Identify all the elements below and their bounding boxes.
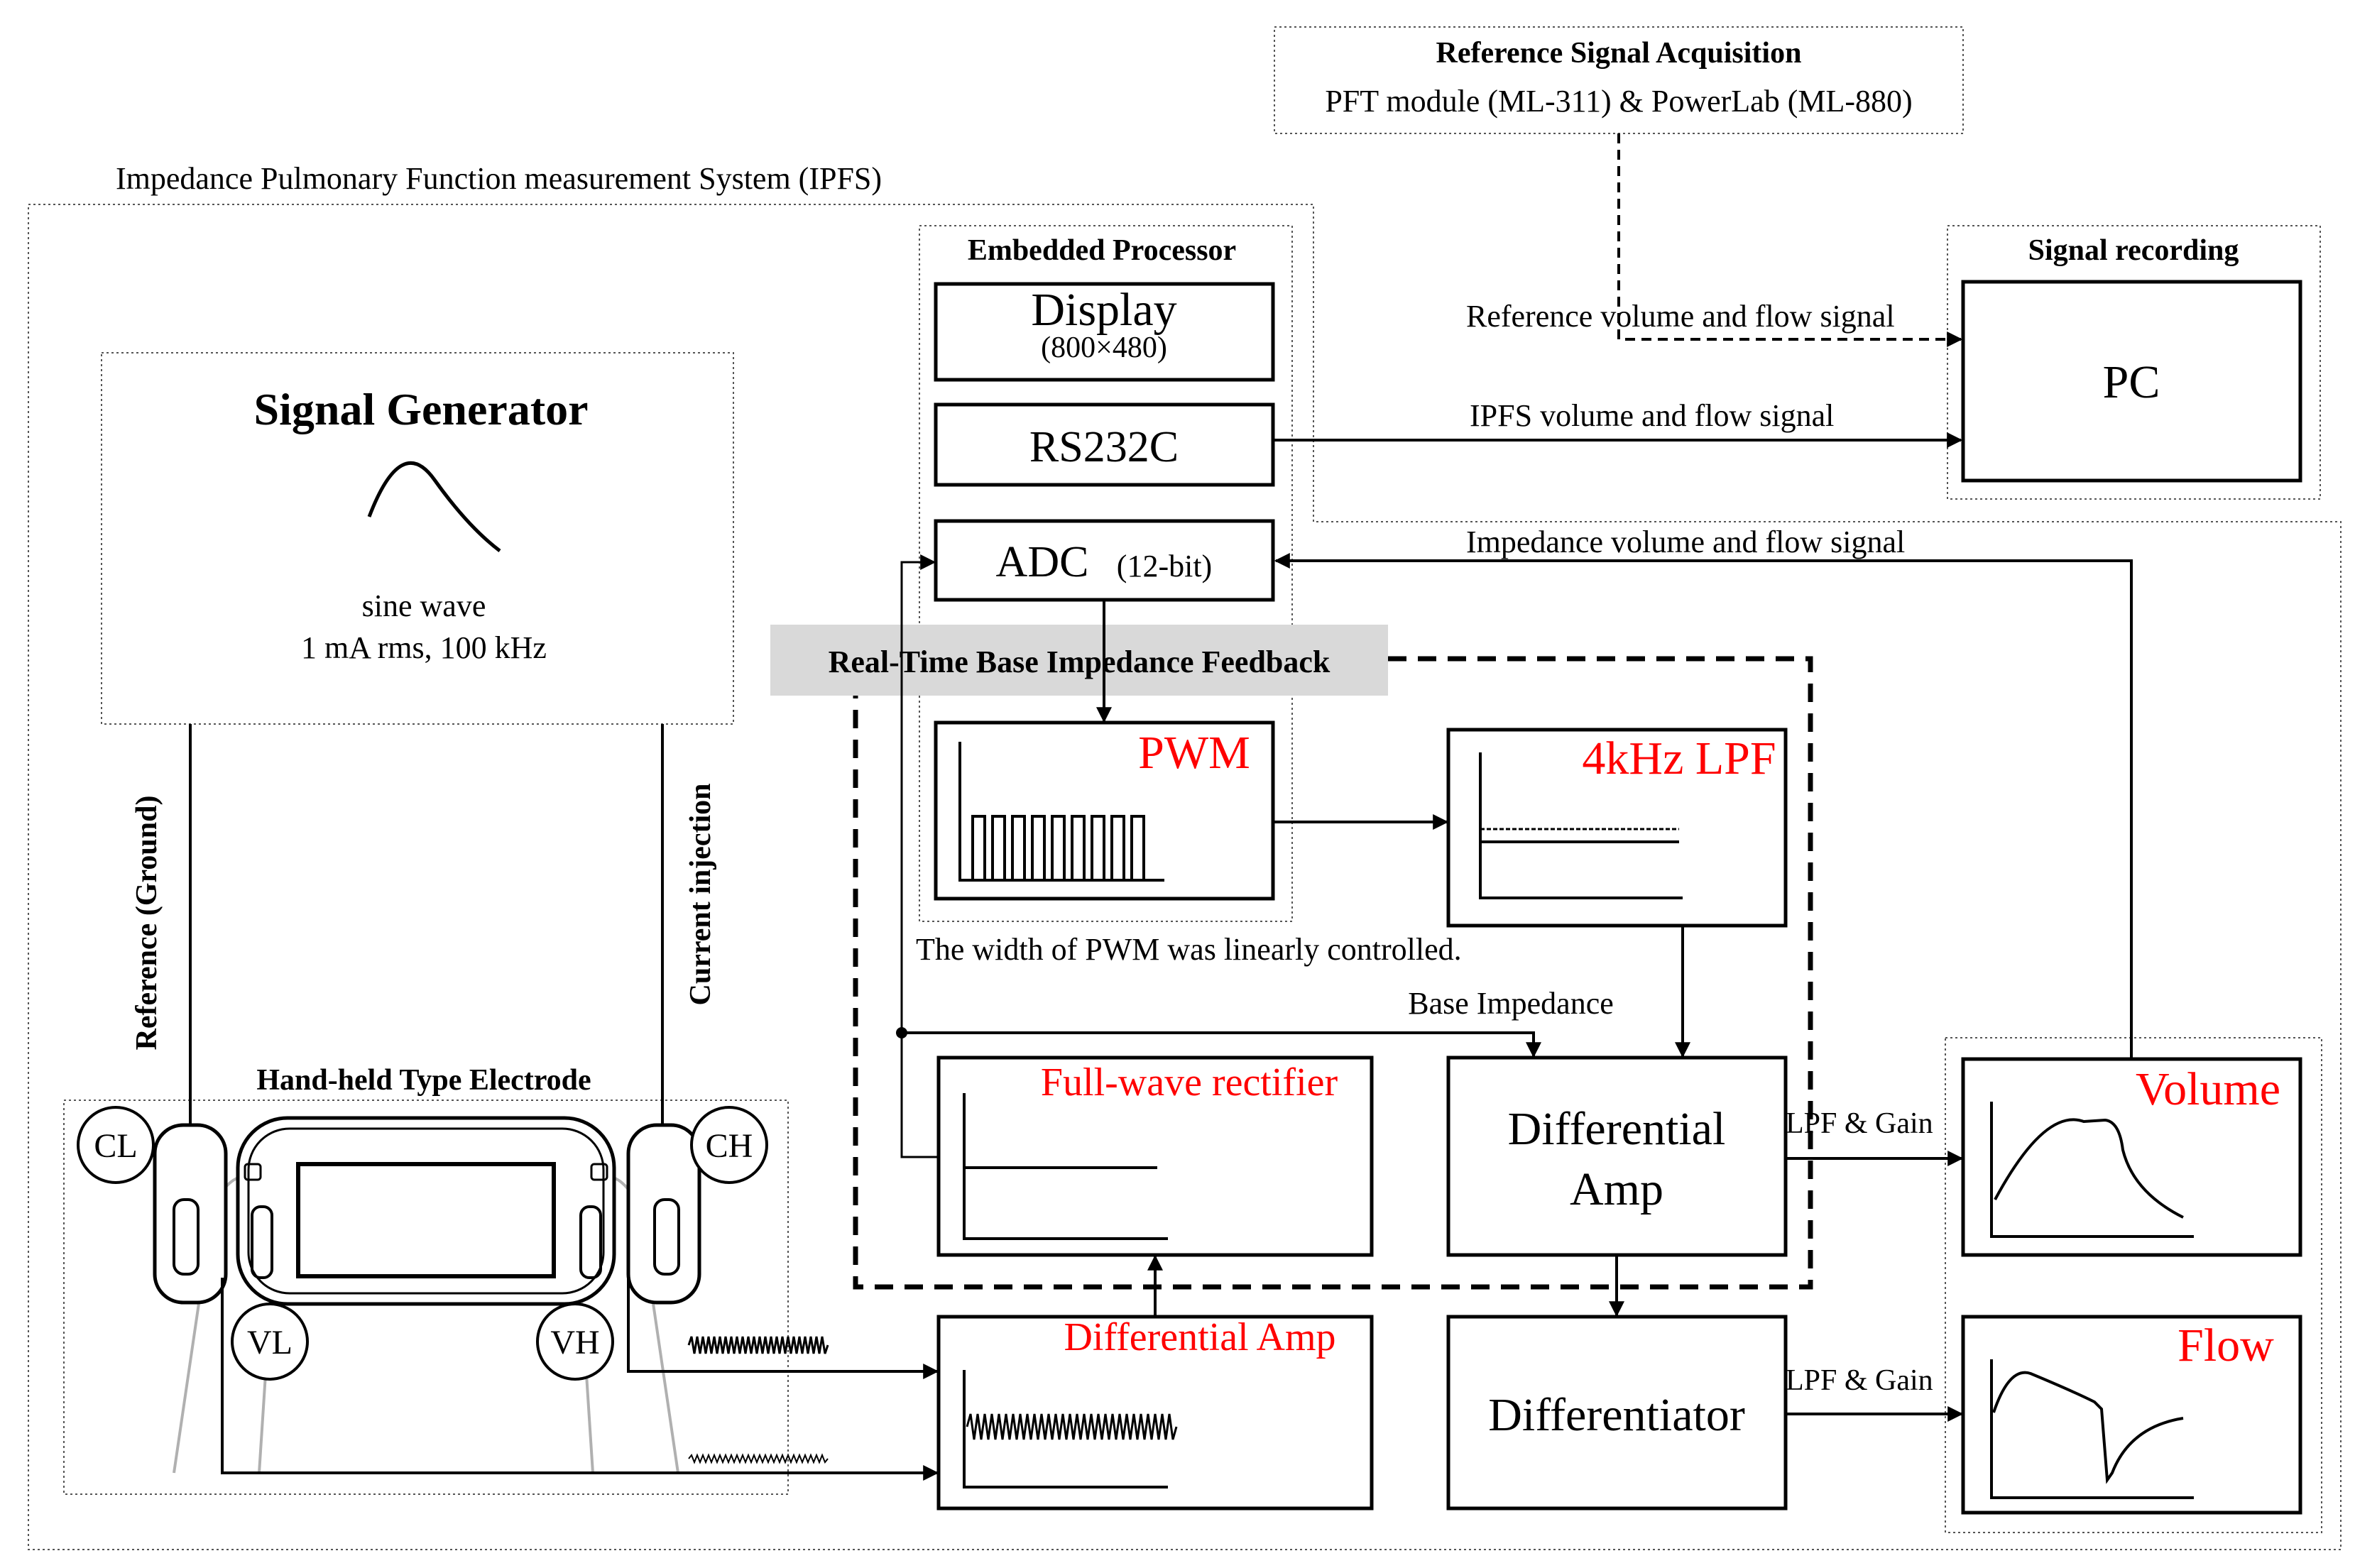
electrode-ch-label: CH bbox=[706, 1127, 753, 1165]
pc-box bbox=[1961, 280, 2302, 483]
current-injection-label: Current injection bbox=[684, 783, 717, 1005]
sine-wave-icon bbox=[367, 461, 501, 552]
device-body-inner bbox=[247, 1127, 605, 1295]
differentiator-label: Differentiator bbox=[1488, 1389, 1745, 1441]
electrode-cl-label: CL bbox=[94, 1127, 137, 1165]
system-title: Impedance Pulmonary Function measurement… bbox=[116, 161, 882, 196]
ipfs-system-boundary bbox=[28, 204, 2342, 1550]
lpf-label: 4kHz LPF bbox=[1582, 733, 1776, 784]
vh-to-diffamp-line bbox=[627, 1278, 939, 1379]
differential-amp-box bbox=[1446, 1056, 1788, 1257]
differential-amp-label-top: Differential bbox=[1508, 1103, 1726, 1155]
volume-label: Volume bbox=[2136, 1063, 2280, 1115]
signal-generator-box bbox=[101, 352, 734, 725]
differential-amp-label-bottom: Amp bbox=[1570, 1163, 1663, 1215]
right-inner-pad bbox=[579, 1205, 602, 1279]
left-grip bbox=[153, 1123, 228, 1305]
right-grip-pad bbox=[653, 1198, 680, 1276]
diff-amp-input-waveform bbox=[966, 1413, 1178, 1440]
electrode-vl-label: VL bbox=[247, 1324, 293, 1361]
flow-axes bbox=[1990, 1359, 2194, 1499]
display-box bbox=[934, 282, 1275, 382]
embedded-processor-box bbox=[919, 225, 1293, 922]
adc-label: ADC bbox=[996, 538, 1089, 586]
rs232c-label: RS232C bbox=[1029, 423, 1179, 471]
reference-acquisition-title: Reference Signal Acquisition bbox=[1436, 37, 1802, 70]
electrode-ch bbox=[690, 1106, 768, 1184]
electrode-cl bbox=[77, 1106, 155, 1184]
vh-signal-wave bbox=[687, 1336, 829, 1354]
volume-curve bbox=[1994, 1118, 2184, 1219]
pwm-pulse-train bbox=[971, 815, 1145, 882]
output-group-box bbox=[1945, 1037, 2322, 1533]
ipfs-signal-label: IPFS volume and flow signal bbox=[1470, 398, 1834, 433]
differential-amp-input-label: Differential Amp bbox=[1064, 1315, 1335, 1359]
feedback-loop-dashed bbox=[853, 656, 1813, 1290]
pwm-axes bbox=[958, 742, 1164, 882]
electrode-box bbox=[63, 1100, 789, 1495]
rectifier-to-adc-line bbox=[900, 554, 939, 1158]
impedance-signal-line bbox=[1274, 553, 2133, 1059]
full-wave-rectifier-box bbox=[936, 1056, 1374, 1257]
base-impedance-label: Base Impedance bbox=[1408, 986, 1614, 1021]
feedback-label: Real-Time Base Impedance Feedback bbox=[829, 645, 1331, 679]
pc-label: PC bbox=[2103, 356, 2160, 408]
device-screen bbox=[296, 1162, 556, 1278]
flow-label: Flow bbox=[2178, 1320, 2274, 1371]
left-grip-pad bbox=[173, 1198, 200, 1276]
electrode-vh-label: VH bbox=[550, 1324, 599, 1361]
embedded-processor-title: Embedded Processor bbox=[968, 234, 1236, 267]
flow-curve bbox=[1992, 1371, 2184, 1484]
lpf-gain-label-flow: LPF & Gain bbox=[1786, 1364, 1933, 1397]
adc-bits: (12-bit) bbox=[1117, 549, 1212, 583]
right-button-icon bbox=[590, 1163, 608, 1181]
rs232c-box bbox=[934, 402, 1275, 487]
vl-to-diffamp-line bbox=[221, 1278, 939, 1481]
reference-acquisition-subtitle: PFT module (ML-311) & PowerLab (ML-880) bbox=[1325, 84, 1912, 119]
lpf-axes bbox=[1479, 752, 1683, 899]
pwm-note: The width of PWM was linearly controlled… bbox=[916, 932, 1462, 967]
left-button-icon bbox=[244, 1163, 262, 1181]
differential-amp-input-box bbox=[936, 1315, 1374, 1511]
signal-generator-title: Signal Generator bbox=[253, 384, 588, 434]
reference-ground-label: Reference (Ground) bbox=[131, 796, 163, 1051]
right-grip bbox=[626, 1123, 701, 1305]
reference-signal-label: Reference volume and flow signal bbox=[1466, 299, 1895, 334]
left-inner-pad bbox=[251, 1205, 273, 1279]
diff-amp-input-axes bbox=[963, 1370, 1168, 1488]
volume-box bbox=[1961, 1057, 2302, 1257]
flow-box bbox=[1961, 1315, 2302, 1515]
electrode-vl bbox=[231, 1303, 309, 1381]
signal-generator-spec: 1 mA rms, 100 kHz bbox=[301, 630, 547, 665]
feedback-label-box bbox=[770, 625, 1388, 696]
pwm-label: PWM bbox=[1138, 727, 1250, 779]
base-impedance-line bbox=[902, 1031, 1541, 1058]
volume-axes bbox=[1990, 1102, 2194, 1238]
signal-recording-title: Signal recording bbox=[2028, 234, 2239, 267]
display-resolution: (800×480) bbox=[1041, 331, 1167, 364]
vl-signal-wave bbox=[688, 1453, 829, 1464]
electrode-title: Hand-held Type Electrode bbox=[256, 1064, 591, 1097]
reference-signal-dashed-line bbox=[1617, 133, 1963, 347]
display-label: Display bbox=[1031, 284, 1176, 336]
adc-box bbox=[934, 519, 1275, 602]
impedance-signal-label: Impedance volume and flow signal bbox=[1466, 525, 1905, 559]
lpf-gain-label-volume: LPF & Gain bbox=[1786, 1107, 1933, 1140]
signal-generator-waveform: sine wave bbox=[362, 588, 486, 623]
rectifier-axes bbox=[963, 1093, 1168, 1240]
full-wave-rectifier-label: Full-wave rectifier bbox=[1041, 1060, 1338, 1104]
electrode-vh bbox=[536, 1303, 614, 1381]
